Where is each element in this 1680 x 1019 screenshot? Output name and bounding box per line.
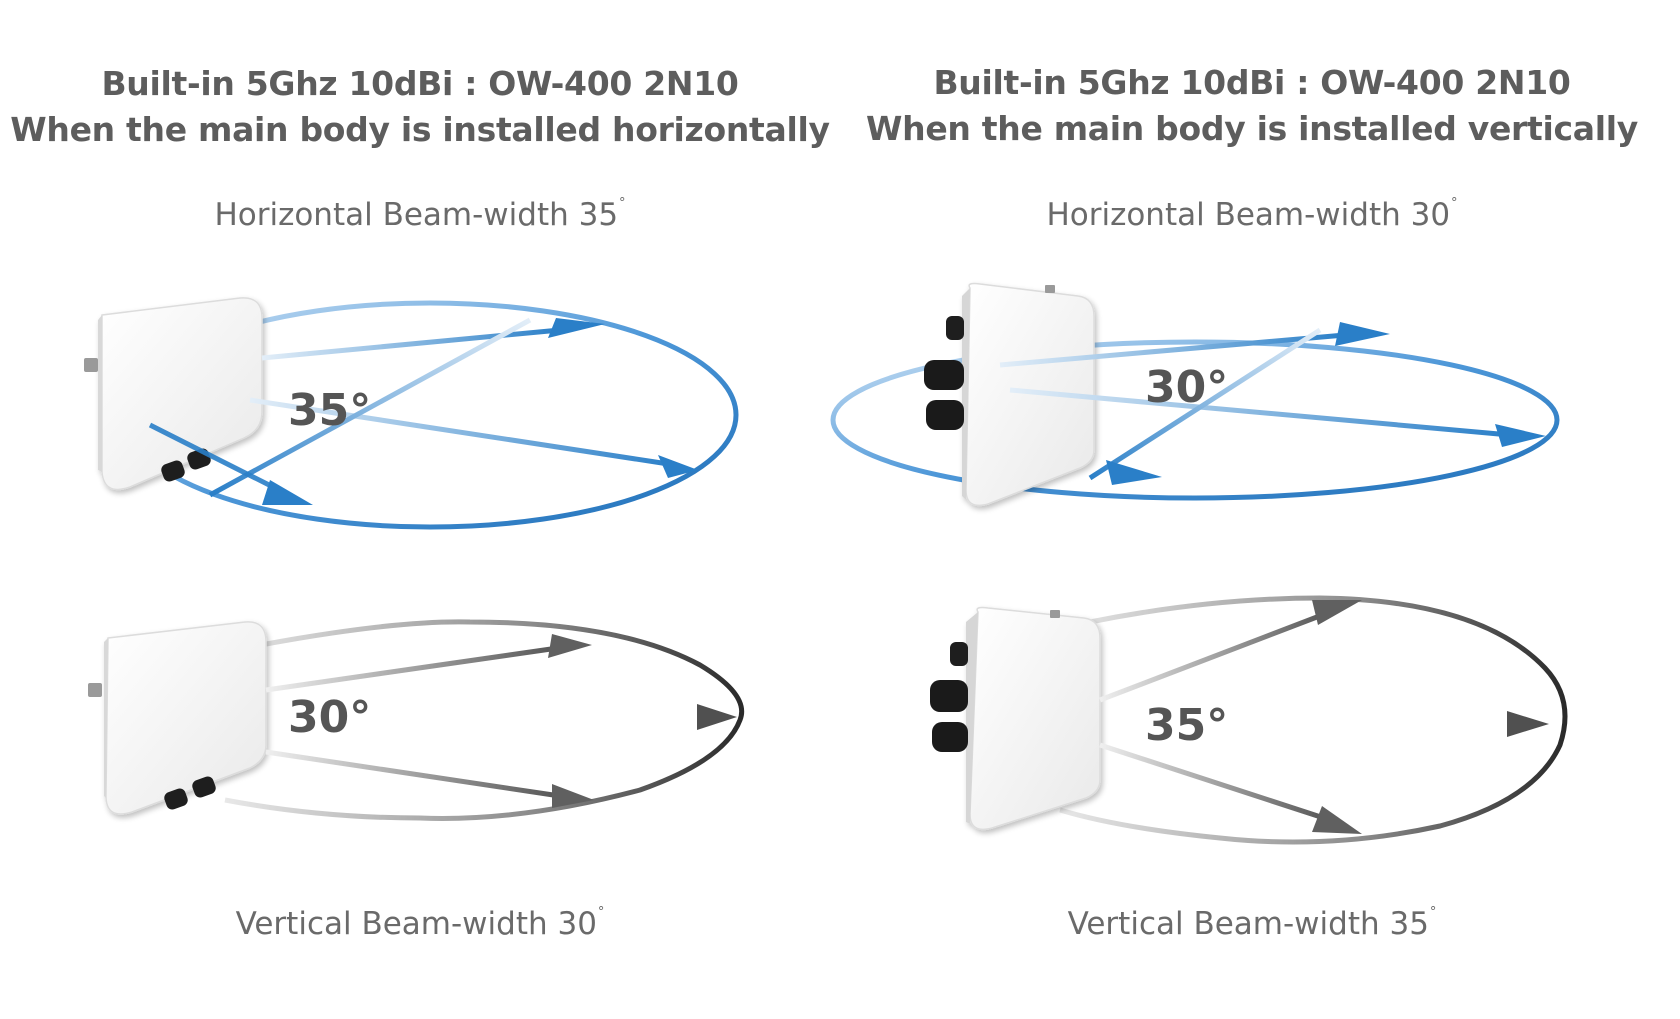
left-vertical-beam-text: Vertical Beam-width 30 xyxy=(235,906,597,942)
panel-left-title-line1: Built-in 5Ghz 10dBi : OW-400 2N10 xyxy=(101,64,739,103)
left-horizontal-degree-mark: ° xyxy=(619,196,626,211)
panel-right-title-line1: Built-in 5Ghz 10dBi : OW-400 2N10 xyxy=(933,63,1571,102)
left-vertical-degree-mark: ° xyxy=(597,905,605,920)
beam-arrow xyxy=(1099,609,1331,703)
beam-arrow xyxy=(208,317,532,498)
cable-gland-icon xyxy=(930,680,968,712)
beam-arrow xyxy=(1009,387,1511,438)
device-icon xyxy=(98,297,263,491)
right-vertical-degree-mark: ° xyxy=(1429,905,1437,920)
arrow-head xyxy=(1312,600,1362,625)
beam-ellipse xyxy=(1059,595,1568,845)
diagram-top-right: 30° xyxy=(830,282,1560,507)
beam-arrow xyxy=(999,332,1346,368)
beam-arrow xyxy=(265,749,561,799)
arrow-head xyxy=(1335,322,1390,346)
left-horizontal-beam-text: Horizontal Beam-width 35 xyxy=(214,197,619,233)
right-vertical-beam-label: Vertical Beam-width 35° xyxy=(832,905,1672,942)
arrow-head xyxy=(262,480,313,505)
cable-gland-icon xyxy=(161,460,185,482)
cable-gland-icon xyxy=(950,642,968,666)
beam-arrow xyxy=(1088,327,1322,481)
diagram-top-left: 35° xyxy=(84,297,739,530)
arrow-head xyxy=(1507,711,1549,737)
connector-icon xyxy=(84,358,98,372)
left-horizontal-beam-label: Horizontal Beam-width 35° xyxy=(0,196,840,233)
right-horizontal-beam-label: Horizontal Beam-width 30° xyxy=(832,196,1672,233)
right-horizontal-beam-text: Horizontal Beam-width 30 xyxy=(1046,197,1451,233)
connector-icon xyxy=(1050,610,1060,618)
device-icon xyxy=(962,282,1095,507)
connector-icon xyxy=(88,683,102,697)
panel-right-title: Built-in 5Ghz 10dBi : OW-400 2N10 When t… xyxy=(832,60,1672,152)
arrow-head xyxy=(658,455,698,478)
arrow-head xyxy=(1312,806,1362,834)
beam-arrow xyxy=(261,327,561,361)
arrow-head xyxy=(1106,460,1162,485)
arrow-head xyxy=(697,704,737,730)
cable-gland-icon xyxy=(192,776,216,798)
device-icon xyxy=(104,621,267,815)
beam-arrow xyxy=(265,645,559,693)
right-vertical-beam-text: Vertical Beam-width 35 xyxy=(1067,906,1429,942)
arrow-head xyxy=(548,318,605,338)
cable-gland-icon xyxy=(926,400,964,430)
panel-left-title-line2: When the main body is installed horizont… xyxy=(10,110,830,149)
arrow-head xyxy=(1495,424,1546,447)
diagram-bottom-left: 30° xyxy=(88,619,744,821)
angle-label: 30° xyxy=(1145,362,1228,413)
arrow-head xyxy=(548,634,592,658)
panel-left-title: Built-in 5Ghz 10dBi : OW-400 2N10 When t… xyxy=(0,61,840,153)
diagram-bottom-right: 35° xyxy=(930,595,1568,845)
cable-gland-icon xyxy=(924,360,964,390)
angle-label: 35° xyxy=(288,385,371,436)
beam-arrow xyxy=(148,422,287,496)
right-horizontal-degree-mark: ° xyxy=(1451,196,1458,211)
arrow-head xyxy=(552,784,594,808)
beam-ellipse xyxy=(830,339,1560,501)
angle-label: 30° xyxy=(288,692,371,743)
cable-gland-icon xyxy=(946,316,964,340)
panel-right-title-line2: When the main body is installed vertical… xyxy=(866,109,1638,148)
beam-ellipse xyxy=(224,619,744,821)
connector-icon xyxy=(1045,285,1055,293)
beam-arrow xyxy=(1099,742,1331,823)
cable-gland-icon xyxy=(164,788,188,810)
angle-label: 35° xyxy=(1145,700,1228,751)
beam-arrow xyxy=(249,397,676,468)
cable-gland-icon xyxy=(932,722,968,752)
left-vertical-beam-label: Vertical Beam-width 30° xyxy=(0,905,840,942)
device-icon xyxy=(966,606,1101,831)
